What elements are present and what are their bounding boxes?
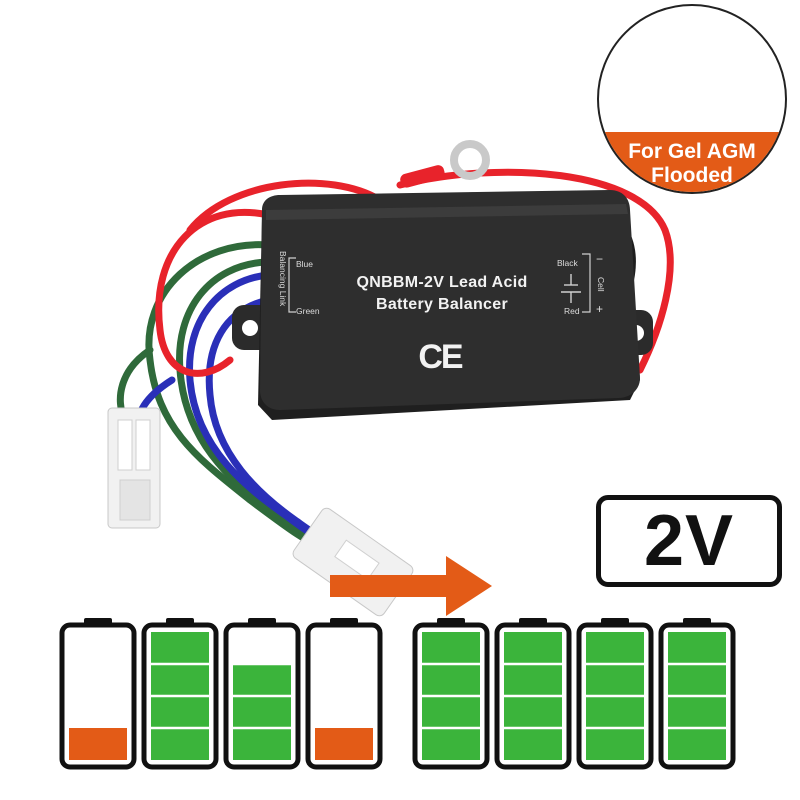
red-wire — [396, 168, 674, 374]
battery-charge-fill — [315, 728, 373, 760]
green-wire-label: Green — [296, 306, 320, 316]
wire-bundle — [116, 168, 674, 554]
device-label: QNBBM-2V Lead Acid Battery Balancer — [313, 272, 571, 316]
black-wire-label: Black — [557, 258, 578, 268]
battery-type-inset: For Gel AGM Flooded — [597, 4, 787, 194]
white-connector — [292, 507, 414, 617]
right-bracket — [582, 253, 591, 313]
plus-sign: + — [596, 302, 604, 316]
battery-icon — [305, 618, 383, 770]
batteries-after-group — [412, 618, 736, 770]
battery-icon — [658, 618, 736, 770]
battery-charge-fill — [233, 664, 291, 760]
orange-arrow — [330, 556, 492, 616]
voltage-text: 2V — [643, 501, 735, 581]
green-wire — [145, 241, 334, 554]
battery-icon — [59, 618, 137, 770]
white-connector — [107, 407, 161, 529]
device-title-line2: Battery Balancer — [376, 296, 508, 313]
battery-type-line2: Flooded — [651, 164, 733, 187]
blue-wire-label: Blue — [296, 259, 314, 269]
battery-icon — [141, 618, 219, 770]
minus-sign: − — [596, 252, 604, 266]
device-title-line1: QNBBM-2V Lead Acid — [356, 274, 528, 291]
voltage-badge: 2V — [596, 495, 782, 587]
mounting-hole — [242, 320, 258, 336]
balancing-link-label: Balancing Link — [278, 251, 288, 307]
red-wire-label: Red — [564, 306, 580, 316]
battery-icon — [223, 618, 301, 770]
left-bracket — [288, 257, 296, 313]
ring-terminal — [400, 140, 490, 188]
battery-type-line1: For Gel AGM — [628, 140, 756, 163]
balancer-device — [258, 190, 640, 420]
battery-charge-fill — [69, 728, 127, 760]
red-wire — [155, 208, 272, 377]
ce-mark: CE — [418, 338, 463, 376]
battery-symbol — [561, 274, 581, 303]
red-wire — [186, 179, 384, 234]
battery-icon — [576, 618, 654, 770]
battery-type-label: For Gel AGM Flooded — [599, 132, 785, 192]
batteries-before-group — [59, 618, 383, 770]
cell-label: Cell — [596, 277, 606, 292]
battery-icon — [412, 618, 490, 770]
battery-icon — [494, 618, 572, 770]
